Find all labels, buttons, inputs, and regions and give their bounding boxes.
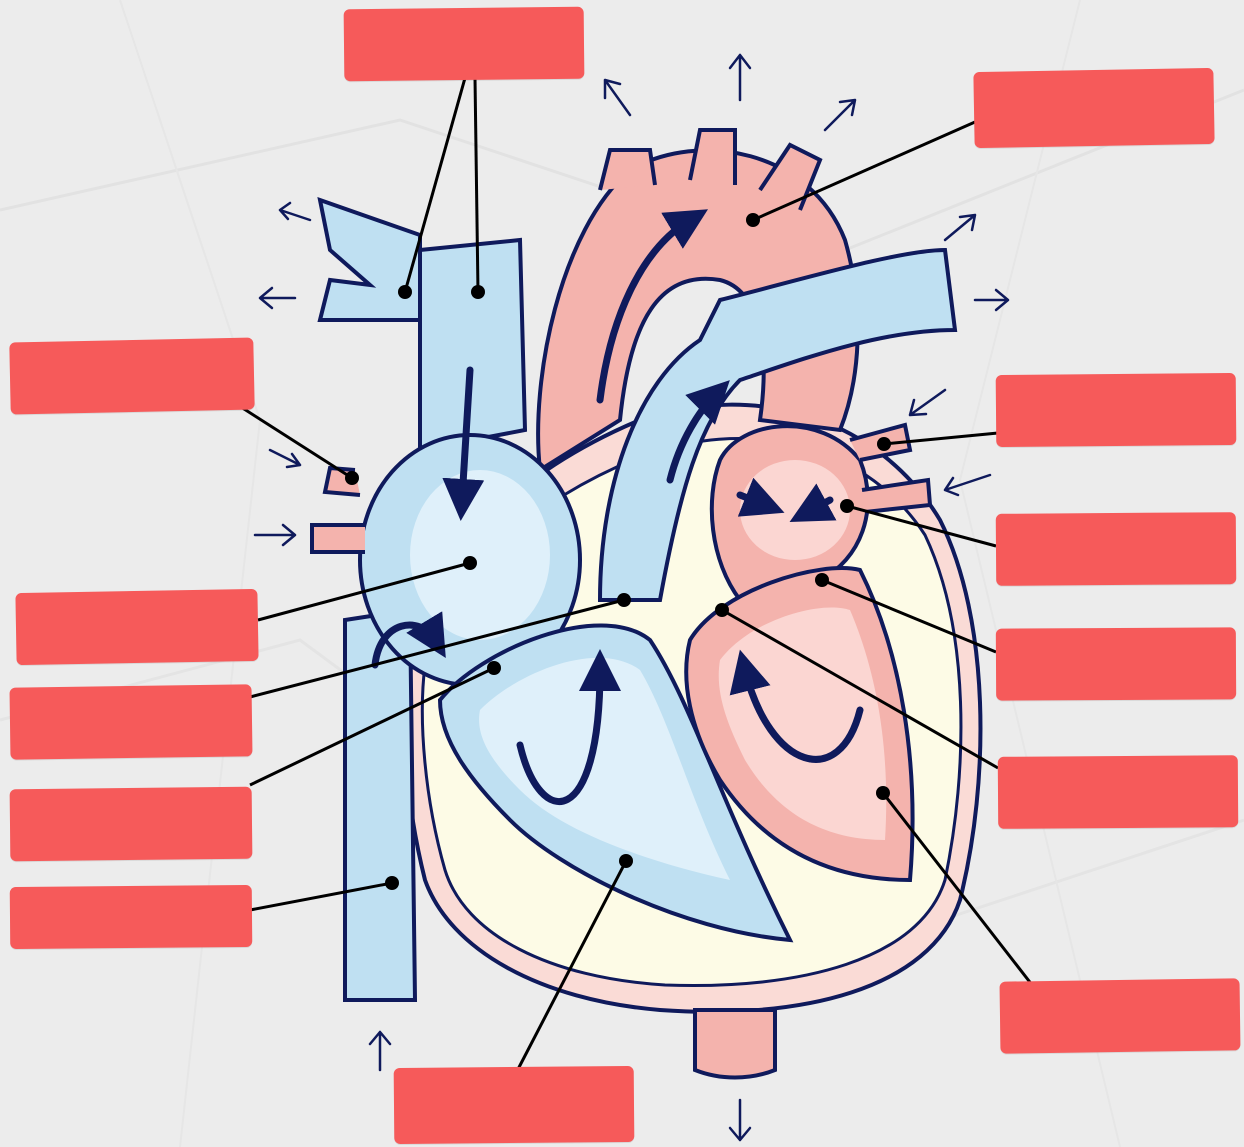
label-box-bottom-center[interactable] (394, 1066, 635, 1144)
label-box-left-4[interactable] (10, 787, 253, 862)
label-box-right-1[interactable] (996, 373, 1237, 447)
superior-vena-cava (320, 200, 525, 450)
label-box-right-2[interactable] (996, 512, 1236, 586)
label-box-left-5[interactable] (10, 885, 253, 949)
label-box-left-1[interactable] (9, 337, 254, 414)
label-box-top-center[interactable] (344, 7, 585, 82)
label-box-right-5[interactable] (1000, 978, 1241, 1053)
label-box-left-2[interactable] (15, 589, 258, 665)
descending-aorta-stub (695, 1010, 775, 1078)
label-box-right-4[interactable] (998, 755, 1238, 829)
label-box-top-right[interactable] (973, 68, 1214, 148)
label-box-right-3[interactable] (996, 627, 1236, 700)
label-box-left-3[interactable] (10, 684, 253, 759)
